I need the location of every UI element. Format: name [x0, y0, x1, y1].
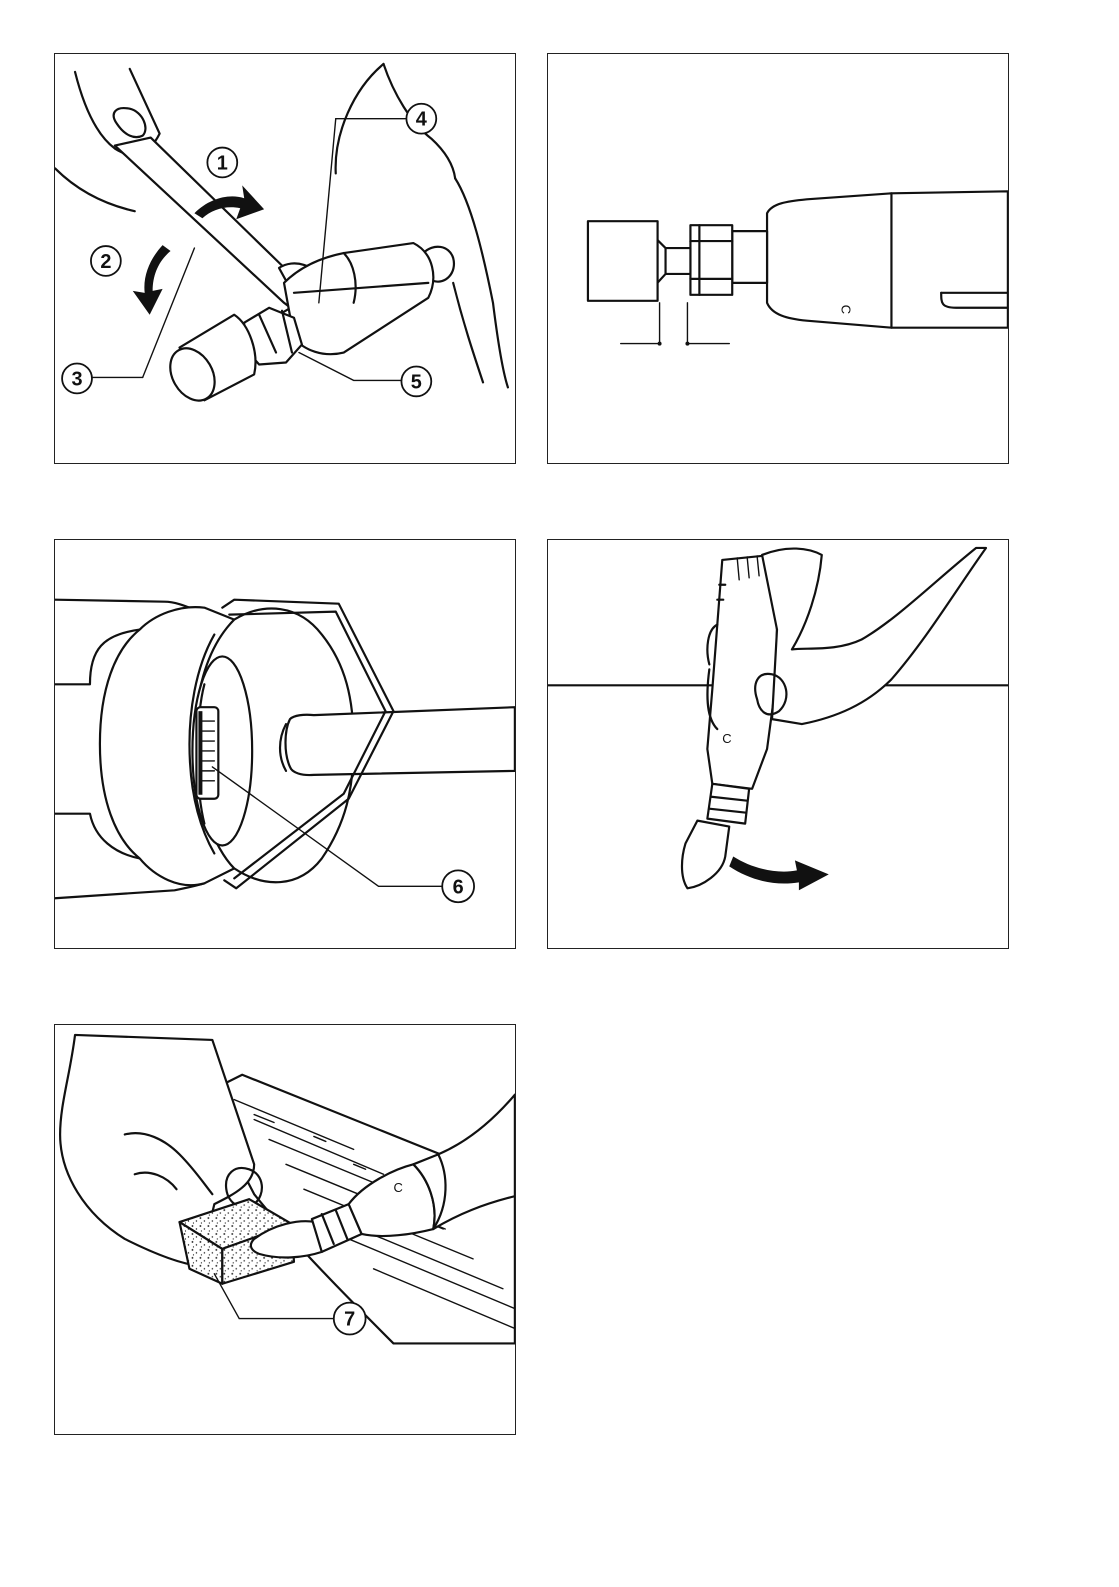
callout-7: 7	[334, 1303, 366, 1335]
figure-4-drawing: C	[548, 540, 1008, 948]
figure-2-drawing: C	[548, 54, 1008, 463]
svg-text:5: 5	[411, 371, 422, 393]
callout-1: 1	[207, 148, 237, 178]
figure-1-drawing: 1 2 3 4 5	[55, 54, 515, 463]
body-mark-c: C	[393, 1180, 402, 1195]
svg-text:6: 6	[453, 876, 464, 898]
callout-5: 5	[401, 366, 431, 396]
callout-3: 3	[62, 363, 92, 393]
figure-4-panel: C	[547, 539, 1009, 949]
svg-text:7: 7	[344, 1309, 355, 1331]
figure-5-panel: C 7	[54, 1024, 516, 1435]
svg-text:3: 3	[71, 368, 82, 390]
body-mark-c: C	[839, 305, 854, 314]
figure-2-panel: C	[547, 53, 1009, 464]
callout-2: 2	[91, 246, 121, 276]
svg-text:4: 4	[416, 109, 427, 131]
figure-3-drawing: 6	[55, 540, 515, 948]
callout-6: 6	[442, 870, 474, 902]
figure-5-drawing: C 7	[55, 1025, 515, 1434]
body-mark-c: C	[722, 731, 731, 746]
svg-text:2: 2	[100, 251, 111, 273]
figure-3-panel: 6	[54, 539, 516, 949]
svg-text:1: 1	[217, 152, 228, 174]
callout-4: 4	[406, 104, 436, 134]
figure-1-panel: 1 2 3 4 5	[54, 53, 516, 464]
